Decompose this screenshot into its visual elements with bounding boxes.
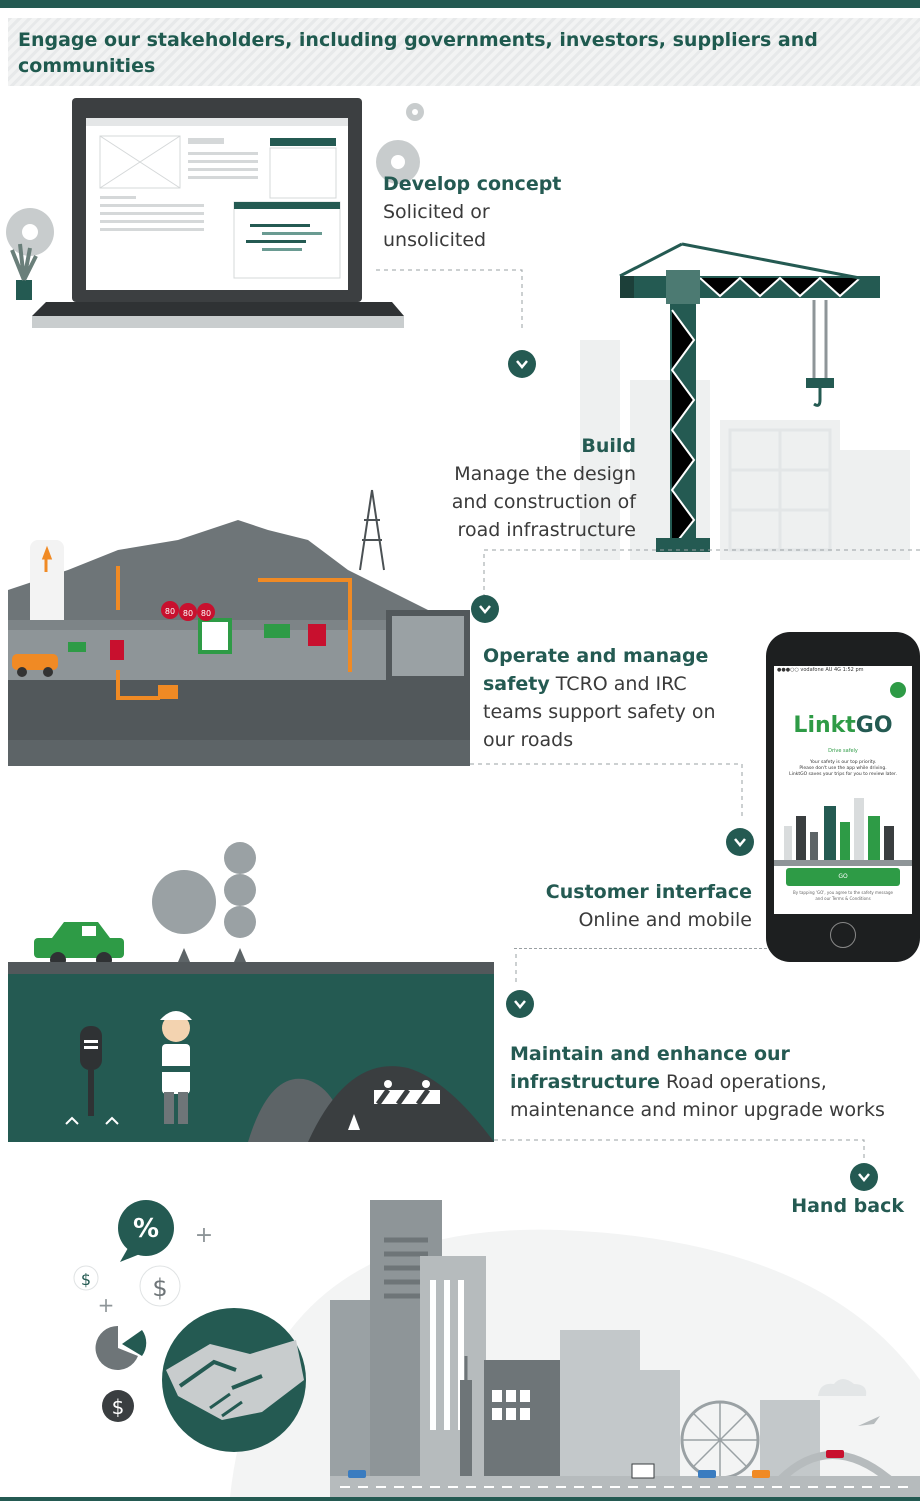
step-customer-desc: Online and mobile <box>578 909 752 931</box>
step-operate-title-2: safety <box>483 673 550 695</box>
maintenance-illustration <box>8 842 494 1142</box>
step-develop-title: Develop concept <box>383 173 562 195</box>
safety-message-3: LinktGO saves your trips for you to revi… <box>789 772 897 777</box>
speed-sign: 80 <box>165 607 175 616</box>
city-skyline-icon <box>774 798 912 866</box>
connector-line <box>470 763 743 820</box>
connector-line <box>514 948 767 949</box>
app-brand-go: GO <box>855 713 893 738</box>
chevron-down-icon <box>726 828 754 856</box>
step-maintain-desc-2: maintenance and minor upgrade works <box>510 1099 885 1121</box>
speed-sign: 80 <box>201 609 211 618</box>
connector-line <box>483 549 920 596</box>
step-build-desc-2: and construction of <box>451 491 636 513</box>
go-button[interactable]: GO <box>786 868 900 886</box>
percent-icon: % <box>133 1214 159 1244</box>
dollar-icon: $ <box>81 1270 91 1289</box>
step-develop-desc-1: Solicited or <box>383 201 490 223</box>
safety-message-2: Please don't use the app while driving. <box>799 766 887 771</box>
banner <box>8 18 920 86</box>
step-build-title: Build <box>581 435 636 457</box>
step-develop-desc-2: unsolicited <box>383 229 487 251</box>
top-rule <box>0 0 920 8</box>
terms-link[interactable]: and our Terms & Conditions <box>815 896 871 901</box>
safety-message-1: Your safety is our top priority. <box>809 760 877 765</box>
terms-text-1: By tapping 'GO', you agree to the safety… <box>793 890 893 895</box>
step-build-desc-1: Manage the design <box>454 463 636 485</box>
banner-text: Engage our stakeholders, including gover… <box>18 29 818 77</box>
dollar-icon: $ <box>112 1395 125 1419</box>
app-brand-linkt: Linkt <box>793 713 856 738</box>
laptop-illustration <box>6 98 523 332</box>
bottom-rule <box>0 1497 920 1501</box>
chevron-down-icon <box>506 990 534 1018</box>
connector-line <box>494 1139 865 1162</box>
step-operate-desc-inline: TCRO and IRC <box>549 673 687 695</box>
phone-status-bar: ●●●○○ vodafone AU 4G 1:52 pm <box>777 667 864 673</box>
step-maintain-title: Maintain and enhance our <box>510 1043 790 1065</box>
chevron-down-icon <box>850 1163 878 1191</box>
plus-icon: + <box>195 1223 213 1248</box>
step-maintain-desc-inline: Road operations, <box>659 1071 827 1093</box>
step-build-desc-3: road infrastructure <box>457 519 636 541</box>
phone-mockup: ●●●○○ vodafone AU 4G 1:52 pm LinktGO Dri… <box>766 632 920 962</box>
step-maintain-title-2: infrastructure <box>510 1071 660 1093</box>
pie-chart-icon <box>95 1325 138 1370</box>
help-icon[interactable] <box>890 682 906 698</box>
tunnel-illustration: 80 80 80 <box>8 489 470 766</box>
crane-illustration <box>580 242 910 560</box>
step-handback-title: Hand back <box>791 1195 904 1217</box>
step-customer-title: Customer interface <box>545 881 752 903</box>
dollar-icon: $ <box>152 1274 167 1302</box>
drive-safely-heading: Drive safely <box>828 748 858 754</box>
handback-illustration: % + + $ $ $ <box>73 1200 920 1497</box>
plus-icon: + <box>98 1293 115 1317</box>
connector-line <box>515 954 517 986</box>
speed-sign: 80 <box>183 609 193 618</box>
step-operate-desc-3: our roads <box>483 729 574 751</box>
step-operate-title: Operate and manage <box>483 645 709 667</box>
chevron-down-icon <box>471 595 499 623</box>
phone-screen: ●●●○○ vodafone AU 4G 1:52 pm LinktGO Dri… <box>774 666 912 914</box>
chevron-down-icon <box>508 350 536 378</box>
step-operate-desc-2: teams support safety on <box>483 701 716 723</box>
phone-home-button <box>830 922 856 948</box>
